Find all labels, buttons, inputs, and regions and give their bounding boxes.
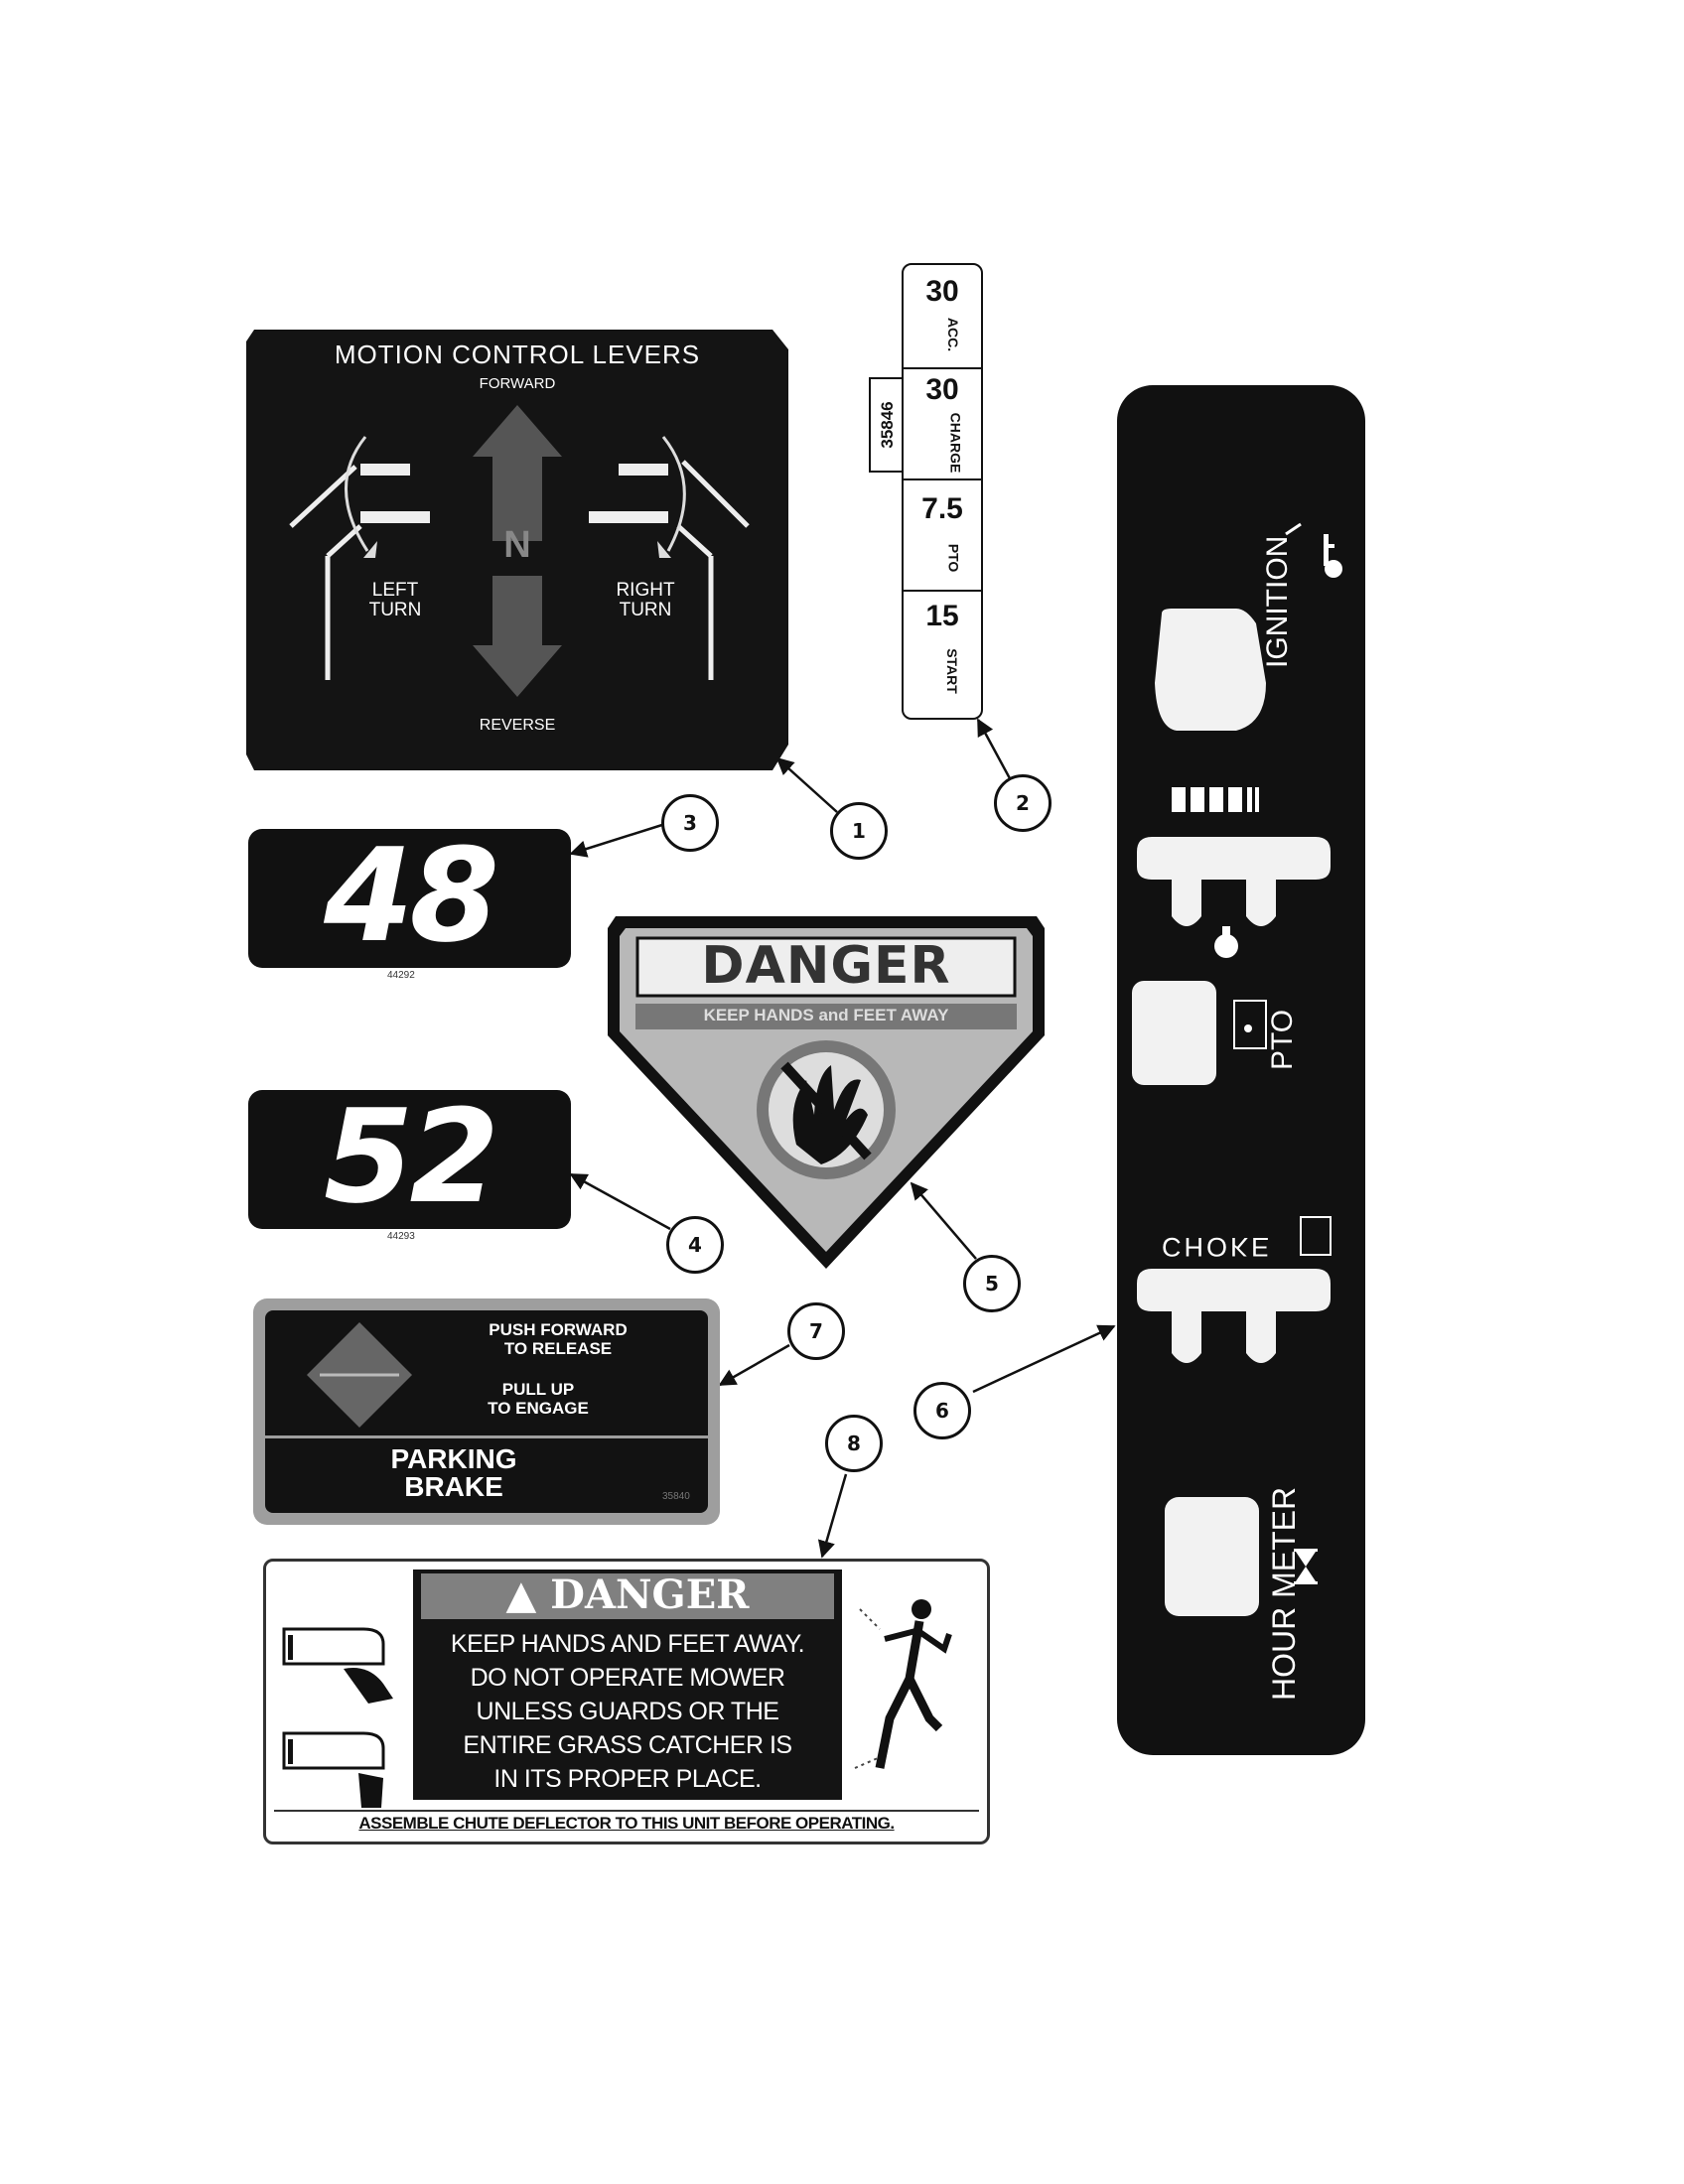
pto-label: PTO (1266, 1009, 1299, 1070)
parking-brake-release-text: PUSH FORWARD TO RELEASE (414, 1320, 702, 1358)
engage-line1: PULL UP (501, 1380, 575, 1399)
fuse-amps: 30 (925, 373, 959, 406)
callout-8: 8 (825, 1415, 883, 1472)
motion-control-title: MOTION CONTROL LEVERS (334, 340, 701, 369)
right-turn-line2: TURN (619, 600, 672, 620)
fuse-slot-charge: 30 CHARGE (904, 369, 981, 480)
danger-guards-header: ▲ DANGER (421, 1571, 834, 1618)
parking-brake-diamond-icon (307, 1322, 412, 1428)
danger-guards-body-line: ENTIRE GRASS CATCHER IS (463, 1731, 792, 1759)
left-turn-label: LEFT TURN (346, 581, 445, 620)
neutral-label: N (503, 524, 531, 566)
forward-label: FORWARD (479, 375, 556, 392)
parking-brake-decal: PUSH FORWARD TO RELEASE PULL UP TO ENGAG… (253, 1298, 720, 1525)
leader-line-1 (775, 756, 838, 813)
deck-size-52-decal: 52 44293 (248, 1082, 571, 1242)
leader-line-5 (910, 1181, 977, 1260)
fuse-decal: 30 ACC. 30 CHARGE 7.5 PTO 15 START (902, 263, 983, 720)
callout-6: 6 (913, 1382, 971, 1439)
deck-size-48-decal: 48 44292 (248, 821, 571, 981)
danger-guards-header-bar (421, 1573, 834, 1619)
ignition-label: IGNITION (1261, 535, 1294, 668)
danger-guards-body-line: IN ITS PROPER PLACE. (493, 1765, 762, 1793)
leader-line-2 (976, 718, 1014, 783)
fuse-amps: 30 (925, 275, 959, 308)
parking-brake-title-line1: PARKING (390, 1443, 517, 1474)
fuse-label: START (943, 648, 960, 694)
danger-subheader: KEEP HANDS and FEET AWAY (703, 1006, 949, 1024)
motion-control-decal: MOTION CONTROL LEVERS FORWARD N LEFT TUR… (246, 328, 788, 770)
callout-5: 5 (963, 1255, 1021, 1312)
danger-guards-center-panel: ▲ DANGER KEEP HANDS AND FEET AWAY. DO NO… (413, 1570, 842, 1800)
danger-guards-body: KEEP HANDS AND FEET AWAY. DO NOT OPERATE… (413, 1627, 842, 1796)
deck-size-52-part-number: 44293 (387, 1231, 415, 1242)
thrown-object-hazard-icon (854, 1599, 952, 1769)
fuse-label: ACC. (945, 317, 962, 352)
fuse-part-number-box: 35846 (869, 377, 907, 473)
left-turn-line2: TURN (368, 600, 422, 620)
parking-brake-divider (265, 1435, 708, 1438)
danger-guards-footer-bar: ASSEMBLE CHUTE DEFLECTOR TO THIS UNIT BE… (274, 1810, 979, 1838)
fuse-amps: 7.5 (921, 492, 963, 525)
leader-line-3 (569, 822, 666, 858)
leader-line-6 (972, 1324, 1116, 1394)
callout-3: 3 (661, 794, 719, 852)
right-turn-label: RIGHT TURN (596, 581, 695, 620)
fuse-amps: 15 (925, 600, 959, 632)
warning-triangle-icon: ▲ (505, 1571, 537, 1618)
danger-guards-decal: ▲ DANGER KEEP HANDS AND FEET AWAY. DO NO… (263, 1559, 990, 1844)
right-turn-line1: RIGHT (616, 580, 675, 601)
fuse-label: CHARGE (947, 412, 964, 474)
reverse-label: REVERSE (479, 717, 556, 734)
hand-hazard-icon (282, 1627, 393, 1808)
engage-line2: TO ENGAGE (488, 1399, 589, 1418)
fuse-label: PTO (945, 543, 962, 573)
fuse-slot-acc: 30 ACC. (904, 265, 981, 369)
parking-brake-title: PARKING BRAKE (325, 1445, 583, 1501)
callout-2: 2 (994, 774, 1052, 832)
motion-control-graphic (246, 330, 788, 770)
deck-size-48-part-number: 44292 (387, 970, 415, 981)
fuse-slot-start: 15 START (904, 592, 981, 716)
callout-4: 4 (666, 1216, 724, 1274)
deck-size-48: 48 (324, 820, 499, 971)
callout-7: 7 (787, 1302, 845, 1360)
leader-line-7 (718, 1343, 790, 1387)
left-turn-line1: LEFT (371, 580, 419, 601)
leader-line-4 (569, 1172, 671, 1231)
danger-pentagon-shape (608, 916, 1045, 1269)
danger-guards-header-text: DANGER (550, 1571, 750, 1618)
parking-brake-part-number: 35840 (662, 1491, 690, 1502)
parking-brake-engage-text: PULL UP TO ENGAGE (414, 1380, 662, 1418)
release-line2: TO RELEASE (503, 1339, 613, 1358)
hour-meter-label: HOUR METER (1266, 1486, 1302, 1701)
fuse-slot-pto: 7.5 PTO (904, 480, 981, 592)
parking-brake-title-line2: BRAKE (404, 1471, 503, 1502)
danger-header: DANGER (701, 936, 951, 996)
danger-hands-feet-decal: DANGER KEEP HANDS and FEET AWAY (608, 916, 1045, 1269)
danger-guards-body-line: KEEP HANDS AND FEET AWAY. (450, 1630, 805, 1658)
dash-panel-graphic (1132, 522, 1342, 1616)
leader-line-8 (817, 1473, 848, 1559)
callout-1: 1 (830, 802, 888, 860)
choke-label: CHOKE (1162, 1232, 1273, 1262)
dash-panel-decal: IGNITION PTO CHOKE HOUR METER (1117, 385, 1365, 1755)
parking-brake-inner: PUSH FORWARD TO RELEASE PULL UP TO ENGAG… (265, 1310, 708, 1513)
release-line1: PUSH FORWARD (489, 1320, 628, 1339)
danger-guards-body-line: DO NOT OPERATE MOWER (470, 1664, 785, 1692)
fuse-part-number: 35846 (878, 401, 897, 449)
danger-guards-footer: ASSEMBLE CHUTE DEFLECTOR TO THIS UNIT BE… (358, 1814, 895, 1833)
deck-size-52: 52 (324, 1081, 499, 1232)
danger-guards-body-line: UNLESS GUARDS OR THE (476, 1698, 779, 1725)
